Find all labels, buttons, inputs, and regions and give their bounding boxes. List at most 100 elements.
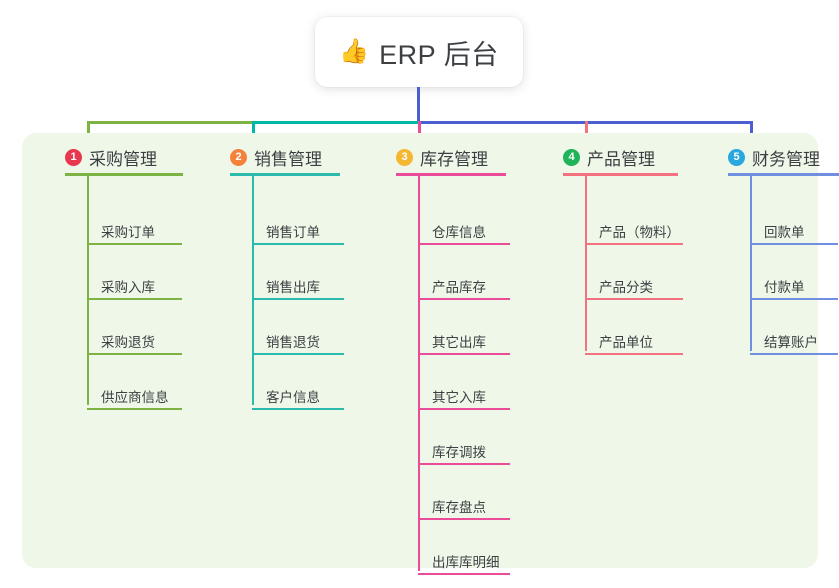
branch-number-badge: 2 <box>230 149 247 166</box>
leaf-label: 客户信息 <box>266 390 320 405</box>
leaf-label: 产品库存 <box>432 280 486 295</box>
branch-number-badge: 5 <box>728 149 745 166</box>
thumbs-up-icon: 👍 <box>339 38 370 65</box>
leaf-rule <box>585 353 683 355</box>
branch-spine <box>418 173 420 571</box>
leaf-label: 结算账户 <box>764 335 818 350</box>
drop-connector-2 <box>252 121 255 143</box>
leaf-rule <box>87 408 182 410</box>
leaf-label: 产品分类 <box>599 280 653 295</box>
leaf-label: 采购入库 <box>101 280 155 295</box>
leaf-label: 销售退货 <box>266 335 320 350</box>
leaf-label: 仓库信息 <box>432 225 486 240</box>
root-node-card[interactable]: 👍 ERP 后台 <box>315 17 523 87</box>
branch-spine <box>87 173 89 405</box>
leaf-node[interactable]: 库存盘点 <box>418 496 510 520</box>
leaf-label: 库存调拨 <box>432 445 486 460</box>
leaf-rule <box>252 353 344 355</box>
branch-title: 销售管理 <box>254 150 322 169</box>
leaf-node[interactable]: 仓库信息 <box>418 221 510 245</box>
leaf-node[interactable]: 供应商信息 <box>87 386 182 410</box>
leaf-node[interactable]: 采购退货 <box>87 331 182 355</box>
leaf-node[interactable]: 采购入库 <box>87 276 182 300</box>
branch-header-1[interactable]: 1 采购管理 <box>65 145 157 170</box>
leaf-rule <box>585 243 683 245</box>
leaf-rule <box>750 353 838 355</box>
leaf-node[interactable]: 销售退货 <box>252 331 344 355</box>
branch-spine <box>252 173 254 405</box>
leaf-rule <box>87 298 182 300</box>
leaf-rule <box>418 298 510 300</box>
leaf-rule <box>418 463 510 465</box>
bus-segment-1 <box>87 121 252 124</box>
leaf-label: 供应商信息 <box>101 390 169 405</box>
leaf-node[interactable]: 其它入库 <box>418 386 510 410</box>
branch-header-rule <box>728 173 839 176</box>
branch-header-rule <box>563 173 678 176</box>
leaf-rule <box>418 353 510 355</box>
drop-connector-1 <box>87 121 90 143</box>
leaf-label: 其它入库 <box>432 390 486 405</box>
drop-connector-3 <box>418 121 421 143</box>
branch-header-5[interactable]: 5 财务管理 <box>728 145 820 170</box>
leaf-node[interactable]: 结算账户 <box>750 331 838 355</box>
bus-segment-2 <box>252 121 418 124</box>
leaf-node[interactable]: 库存调拨 <box>418 441 510 465</box>
leaf-node[interactable]: 销售订单 <box>252 221 344 245</box>
branch-title: 财务管理 <box>752 150 820 169</box>
leaf-node[interactable]: 采购订单 <box>87 221 182 245</box>
leaf-rule <box>418 243 510 245</box>
leaf-label: 回款单 <box>764 225 805 240</box>
leaf-rule <box>418 573 510 575</box>
leaf-label: 库存盘点 <box>432 500 486 515</box>
leaf-rule <box>87 243 182 245</box>
leaf-node[interactable]: 出库库明细 <box>418 551 510 575</box>
leaf-node[interactable]: 销售出库 <box>252 276 344 300</box>
leaf-rule <box>418 408 510 410</box>
leaf-label: 付款单 <box>764 280 805 295</box>
leaf-label: 产品单位 <box>599 335 653 350</box>
branch-header-rule <box>65 173 183 176</box>
branch-title: 库存管理 <box>420 150 488 169</box>
branch-header-3[interactable]: 3 库存管理 <box>396 145 488 170</box>
branch-header-4[interactable]: 4 产品管理 <box>563 145 655 170</box>
branch-header-rule <box>396 173 506 176</box>
leaf-node[interactable]: 产品单位 <box>585 331 683 355</box>
leaf-rule <box>87 353 182 355</box>
leaf-label: 销售订单 <box>266 225 320 240</box>
branch-number-badge: 1 <box>65 149 82 166</box>
leaf-node[interactable]: 付款单 <box>750 276 838 300</box>
branches-panel: 1 采购管理采购订单采购入库采购退货供应商信息 2 销售管理销售订单销售出库销售退货客… <box>22 133 839 575</box>
leaf-node[interactable]: 产品分类 <box>585 276 683 300</box>
leaf-rule <box>585 298 683 300</box>
leaf-rule <box>252 243 344 245</box>
branch-header-2[interactable]: 2 销售管理 <box>230 145 322 170</box>
leaf-rule <box>750 298 838 300</box>
leaf-rule <box>252 298 344 300</box>
branch-header-rule <box>230 173 340 176</box>
leaf-rule <box>418 518 510 520</box>
leaf-node[interactable]: 客户信息 <box>252 386 344 410</box>
leaf-label: 其它出库 <box>432 335 486 350</box>
branch-spine <box>750 173 752 351</box>
leaf-node[interactable]: 产品（物料） <box>585 221 683 245</box>
drop-connector-5 <box>750 121 753 143</box>
branch-title: 采购管理 <box>89 150 157 169</box>
branch-number-badge: 4 <box>563 149 580 166</box>
leaf-node[interactable]: 产品库存 <box>418 276 510 300</box>
root-node-title: ERP 后台 <box>379 39 499 70</box>
leaf-node[interactable]: 回款单 <box>750 221 838 245</box>
leaf-label: 采购订单 <box>101 225 155 240</box>
leaf-node[interactable]: 其它出库 <box>418 331 510 355</box>
branch-number-badge: 3 <box>396 149 413 166</box>
leaf-rule <box>252 408 344 410</box>
leaf-label: 出库库明细 <box>432 555 500 570</box>
branch-spine <box>585 173 587 351</box>
leaf-label: 销售出库 <box>266 280 320 295</box>
drop-connector-4 <box>585 121 588 143</box>
root-trunk-connector <box>417 87 420 123</box>
leaf-label: 采购退货 <box>101 335 155 350</box>
branch-title: 产品管理 <box>587 150 655 169</box>
leaf-rule <box>750 243 838 245</box>
